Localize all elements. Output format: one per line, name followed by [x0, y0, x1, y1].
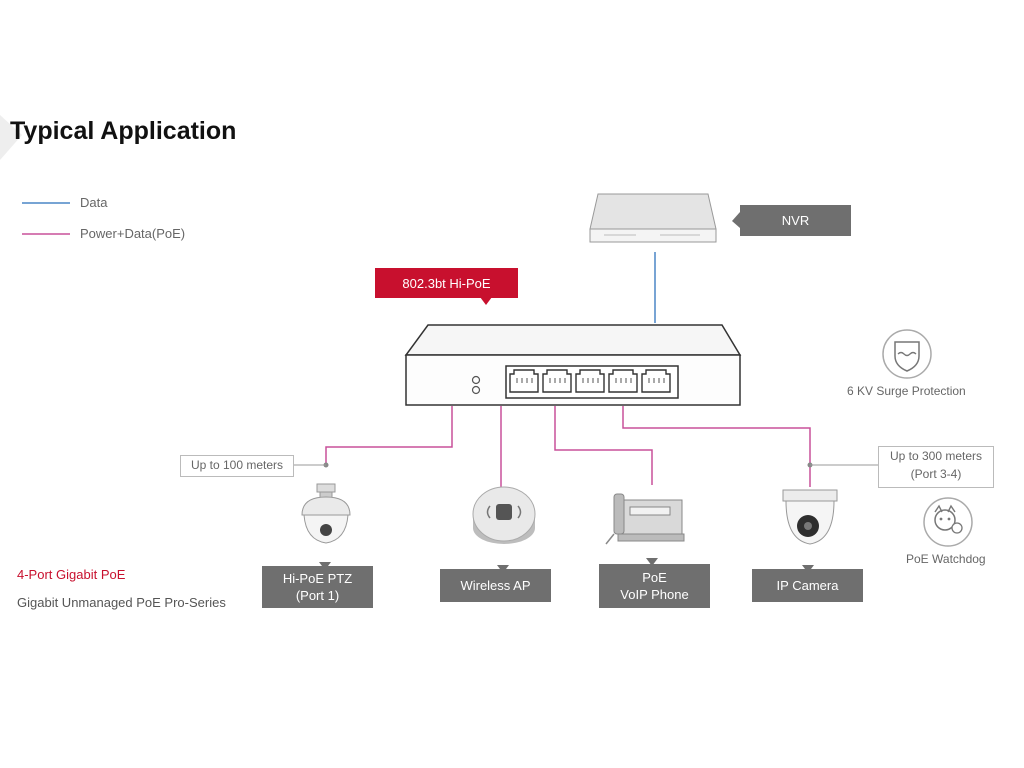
camera-label: IP Camera: [752, 569, 863, 602]
ptz-label: Hi-PoE PTZ (Port 1): [262, 566, 373, 608]
note-300-meters-line2: (Port 3-4): [910, 467, 962, 481]
decorative-corner: [0, 115, 22, 160]
ethernet-port-icon: [575, 369, 605, 393]
product-series: Gigabit Unmanaged PoE Pro-Series: [17, 595, 226, 610]
poe-line-ptz: [325, 406, 453, 465]
ethernet-port-icon: [608, 369, 638, 393]
led-icon: [471, 375, 481, 385]
surge-protection-label: 6 KV Surge Protection: [847, 384, 966, 398]
nvr-label-pointer: [732, 212, 740, 228]
surge-protection-icon: [882, 329, 932, 379]
badge-pointer: [480, 297, 492, 305]
watchdog-label: PoE Watchdog: [906, 552, 986, 566]
ethernet-port-icon: [641, 369, 671, 393]
note-100-meters: Up to 100 meters: [180, 455, 294, 477]
camera-label-line1: IP Camera: [776, 578, 839, 593]
phone-label-line2: VoIP Phone: [620, 587, 689, 602]
product-name: 4-Port Gigabit PoE: [17, 567, 126, 582]
led-icon: [471, 385, 481, 395]
ap-label: Wireless AP: [440, 569, 551, 602]
ptz-label-line2: (Port 1): [295, 588, 340, 603]
ethernet-port-icon: [509, 369, 539, 393]
nvr-label-text: NVR: [781, 213, 810, 228]
switch-ports: [509, 369, 671, 393]
page-title: Typical Application: [10, 117, 237, 145]
watchdog-icon: [923, 497, 973, 547]
note-100-meters-text: Up to 100 meters: [190, 458, 284, 472]
note-300-meters: Up to 300 meters (Port 3-4): [878, 446, 994, 488]
ptz-label-line1: Hi-PoE PTZ: [282, 571, 353, 586]
hi-poe-badge-text: 802.3bt Hi-PoE: [402, 275, 491, 291]
ap-label-line1: Wireless AP: [460, 578, 531, 593]
ptz-camera: [301, 483, 351, 544]
hi-poe-badge: 802.3bt Hi-PoE: [375, 268, 518, 298]
poe-switch: [404, 324, 742, 406]
poe-line-camera: [622, 406, 811, 487]
nvr-device: [589, 193, 717, 243]
ethernet-port-icon: [542, 369, 572, 393]
legend-data-label: Data: [80, 195, 108, 210]
ip-camera: [782, 489, 838, 545]
phone-label-line1: PoE: [642, 570, 667, 585]
wireless-ap: [472, 486, 536, 544]
legend-poe-label: Power+Data(PoE): [80, 226, 186, 241]
nvr-label: NVR: [740, 205, 851, 236]
label-pointer: [646, 558, 658, 566]
note-300-meters-line1: Up to 300 meters: [889, 449, 983, 463]
poe-line-phone: [554, 406, 653, 485]
phone-label: PoE VoIP Phone: [599, 564, 710, 608]
voip-phone: [605, 493, 685, 545]
